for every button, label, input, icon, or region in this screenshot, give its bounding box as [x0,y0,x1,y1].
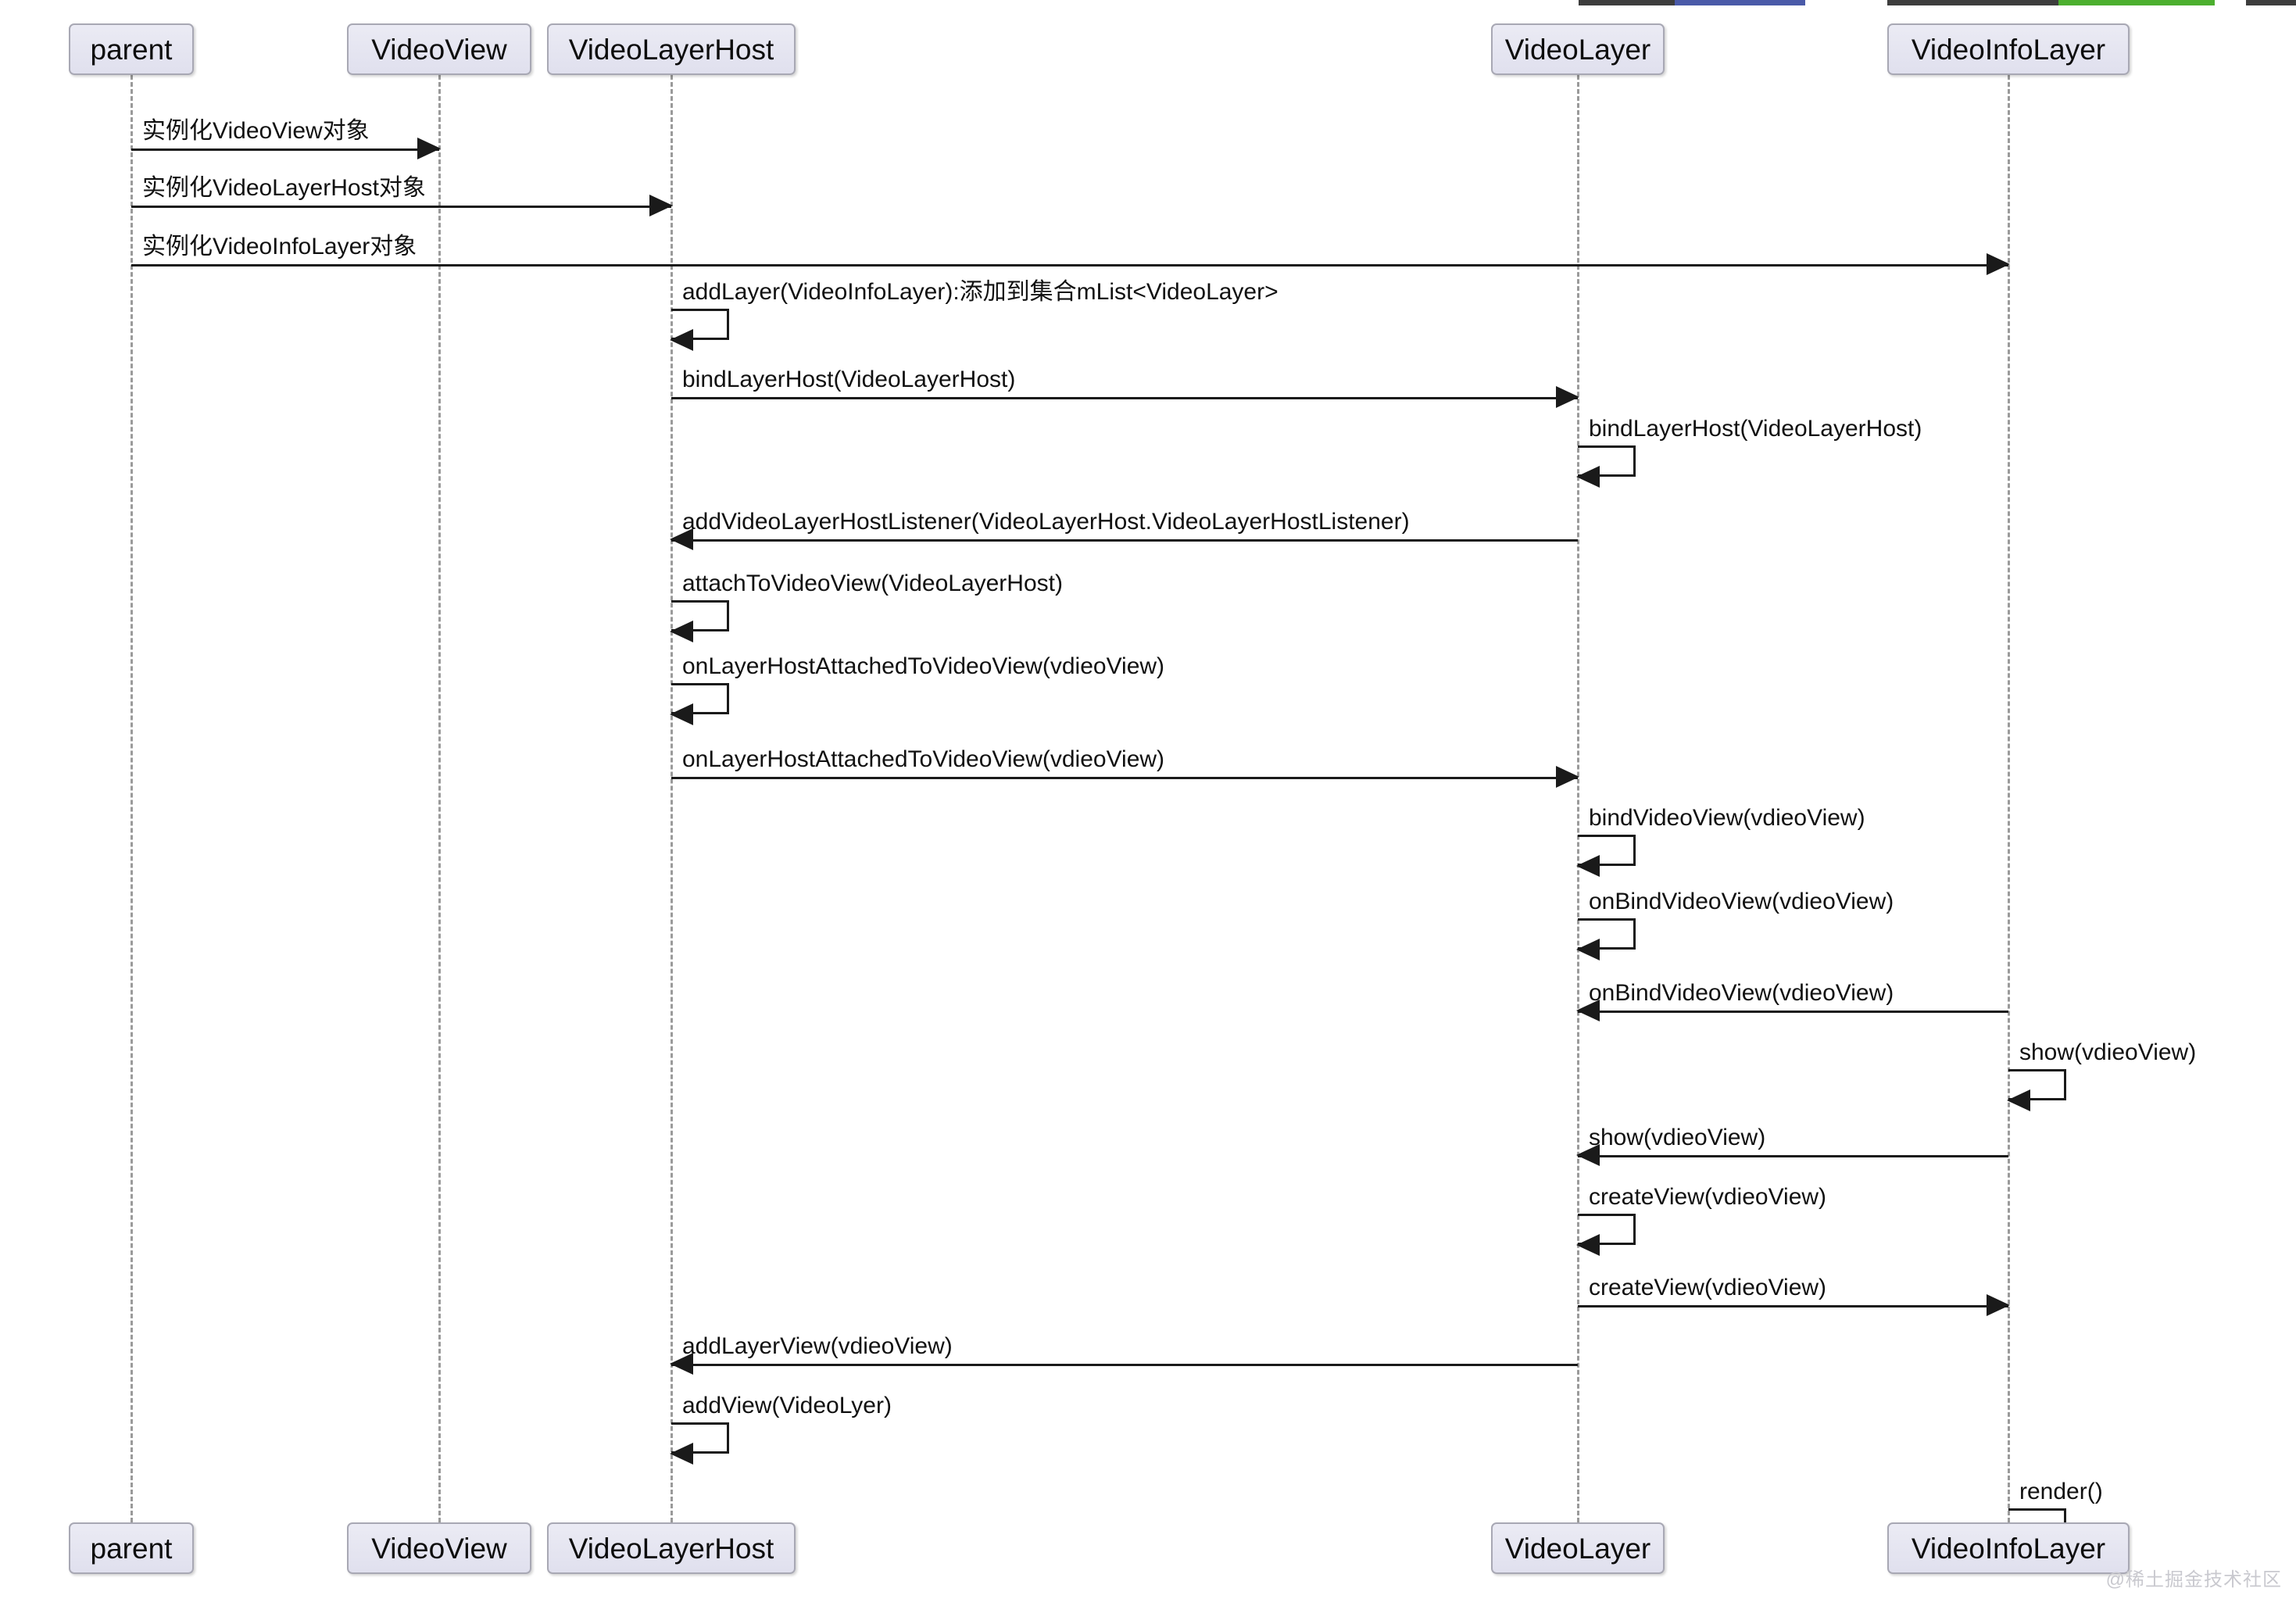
message-line [1578,1155,2008,1157]
participant-label: VideoView [371,1532,507,1565]
arrowhead-left-icon [1576,466,1600,488]
participant-header-videolayer[interactable]: VideoLayer [1491,23,1665,75]
message-label: bindLayerHost(VideoLayerHost) [682,367,1016,392]
arrowhead-right-icon [1556,386,1579,408]
participant-footer-parent[interactable]: parent [69,1522,194,1574]
message-line [131,148,439,151]
arrowhead-right-icon [1556,766,1579,788]
lifeline-videolayer [1577,75,1579,1522]
participant-header-parent[interactable]: parent [69,23,194,75]
self-loop [671,309,729,340]
message-line [671,397,1578,399]
message-line [131,264,2008,266]
self-loop [2008,1069,2066,1100]
message-label: 实例化VideoInfoLayer对象 [142,234,417,259]
message-label: addView(VideoLyer) [682,1393,892,1418]
participant-label: parent [90,33,173,66]
participant-label: VideoLayer [1504,1532,1651,1565]
bar-dark-2 [1887,0,2058,5]
message-label: createView(vdieoView) [1589,1184,1827,1210]
message-label: addLayerView(vdieoView) [682,1333,953,1359]
participant-label: VideoView [371,33,507,66]
message-label: onBindVideoView(vdieoView) [1589,889,1894,914]
lifeline-parent [131,75,133,1522]
participant-footer-videoview[interactable]: VideoView [347,1522,531,1574]
lifeline-videoinfolayer [2008,75,2010,1522]
bar-dark-3 [2246,0,2296,5]
message-line [671,539,1578,542]
self-loop [671,683,729,714]
self-loop [1578,445,1636,477]
message-label: 实例化VideoView对象 [142,118,370,144]
participant-label: VideoLayerHost [568,33,774,66]
message-line [131,206,671,208]
arrowhead-left-icon [670,528,693,550]
arrowhead-right-icon [1987,253,2010,275]
message-label: createView(vdieoView) [1589,1275,1827,1300]
participant-footer-videoinfolayer[interactable]: VideoInfoLayer [1887,1522,2130,1574]
bar-blue [1675,0,1805,5]
arrowhead-left-icon [2007,1089,2030,1111]
watermark: @稀土掘金技术社区 [2105,1569,2282,1590]
message-label: addVideoLayerHostListener(VideoLayerHost… [682,509,1410,535]
participant-header-videolayerhost[interactable]: VideoLayerHost [547,23,796,75]
message-label: onLayerHostAttachedToVideoView(vdieoView… [682,653,1165,679]
message-label: onLayerHostAttachedToVideoView(vdieoView… [682,746,1165,772]
bar-dark-1 [1579,0,1675,5]
participant-footer-videolayer[interactable]: VideoLayer [1491,1522,1665,1574]
message-label: attachToVideoView(VideoLayerHost) [682,571,1063,596]
message-label: show(vdieoView) [2019,1039,2197,1065]
participant-label: parent [90,1532,173,1565]
message-label: render() [2019,1479,2103,1504]
self-loop [1578,918,1636,950]
message-label: 实例化VideoLayerHost对象 [142,175,426,201]
arrowhead-left-icon [670,621,693,642]
lifeline-videolayerhost [671,75,673,1522]
participant-label: VideoInfoLayer [1911,33,2106,66]
message-line [671,1364,1578,1366]
message-line [1578,1305,2008,1307]
arrowhead-left-icon [670,1353,693,1375]
self-loop [1578,835,1636,866]
arrowhead-left-icon [670,1443,693,1465]
arrowhead-left-icon [670,329,693,351]
arrowhead-left-icon [1576,1144,1600,1166]
message-label: addLayer(VideoInfoLayer):添加到集合mList<Vide… [682,279,1279,305]
participant-footer-videolayerhost[interactable]: VideoLayerHost [547,1522,796,1574]
self-loop [671,1422,729,1454]
arrowhead-left-icon [1576,939,1600,960]
participant-header-videoview[interactable]: VideoView [347,23,531,75]
arrowhead-left-icon [1576,1000,1600,1021]
participant-label: VideoLayerHost [568,1532,774,1565]
self-loop [671,600,729,631]
self-loop [1578,1214,1636,1245]
arrowhead-right-icon [1987,1294,2010,1316]
participant-label: VideoInfoLayer [1911,1532,2106,1565]
arrowhead-right-icon [417,138,441,159]
message-label: show(vdieoView) [1589,1125,1766,1150]
bar-green [2058,0,2215,5]
arrowhead-left-icon [670,703,693,725]
participant-label: VideoLayer [1504,33,1651,66]
message-label: bindLayerHost(VideoLayerHost) [1589,416,1922,442]
message-label: onBindVideoView(vdieoView) [1589,980,1894,1006]
arrowhead-left-icon [1576,855,1600,877]
arrowhead-right-icon [649,195,673,216]
arrowhead-left-icon [1576,1234,1600,1256]
message-label: bindVideoView(vdieoView) [1589,805,1865,831]
message-line [1578,1011,2008,1013]
participant-header-videoinfolayer[interactable]: VideoInfoLayer [1887,23,2130,75]
lifeline-videoview [438,75,441,1522]
message-line [671,777,1578,779]
